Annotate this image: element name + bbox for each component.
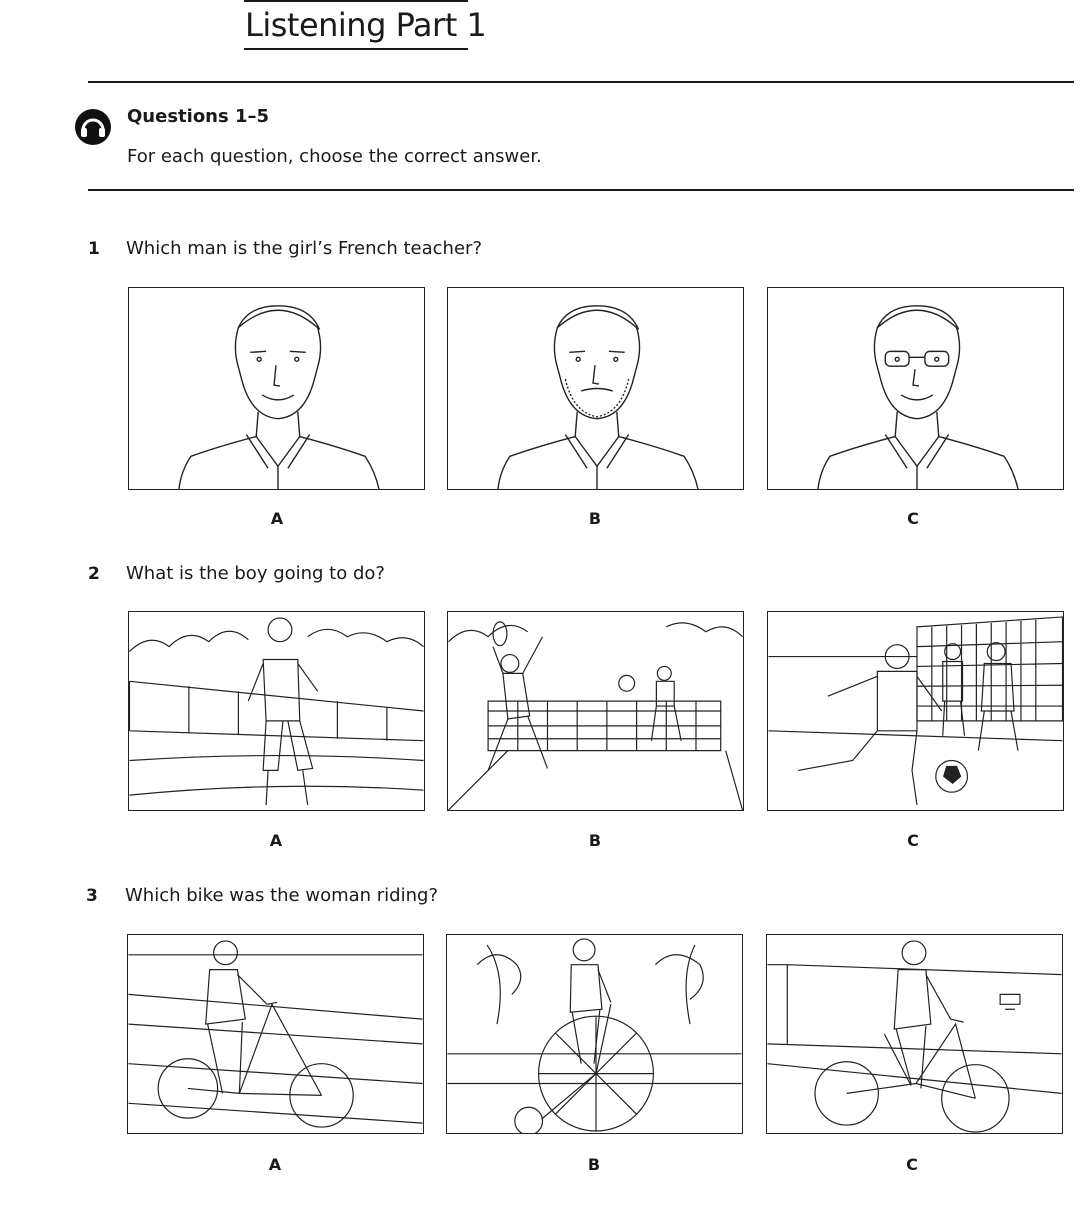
questions-heading: Questions 1–5 bbox=[127, 106, 270, 127]
q3-option-c-image[interactable] bbox=[766, 934, 1063, 1134]
q2-option-c-label[interactable]: C bbox=[907, 831, 919, 850]
q2-option-a-image[interactable] bbox=[128, 611, 425, 811]
question-1-number: 1 bbox=[88, 239, 100, 259]
q2-option-c-image[interactable] bbox=[767, 611, 1064, 811]
instructions: For each question, choose the correct an… bbox=[127, 146, 542, 167]
headphones-icon bbox=[74, 108, 112, 146]
title-underline bbox=[244, 48, 468, 50]
title-block: Listening Part 1 bbox=[244, 0, 487, 50]
q2-option-b-label[interactable]: B bbox=[588, 831, 602, 850]
q3-option-b-label[interactable]: B bbox=[587, 1155, 601, 1174]
question-3-text: Which bike was the woman riding? bbox=[125, 885, 438, 906]
q3-option-a-image[interactable] bbox=[127, 934, 424, 1134]
q3-option-a-label[interactable]: A bbox=[268, 1155, 282, 1174]
section-divider-top bbox=[88, 81, 1074, 83]
q2-option-b-image[interactable] bbox=[447, 611, 744, 811]
question-2-text: What is the boy going to do? bbox=[126, 563, 385, 584]
page-title: Listening Part 1 bbox=[245, 6, 487, 44]
q2-option-a-label[interactable]: A bbox=[269, 831, 283, 850]
q1-option-c-label[interactable]: C bbox=[907, 509, 919, 528]
question-3-number: 3 bbox=[86, 886, 98, 906]
title-overline bbox=[244, 0, 468, 2]
q3-option-c-label[interactable]: C bbox=[906, 1155, 918, 1174]
q1-option-a-label[interactable]: A bbox=[270, 509, 284, 528]
question-2-number: 2 bbox=[88, 564, 100, 584]
section-divider-bottom bbox=[88, 189, 1074, 191]
q1-option-b-label[interactable]: B bbox=[588, 509, 602, 528]
q3-option-b-image[interactable] bbox=[446, 934, 743, 1134]
q1-option-c-image[interactable] bbox=[767, 287, 1064, 490]
q1-option-b-image[interactable] bbox=[447, 287, 744, 490]
q1-option-a-image[interactable] bbox=[128, 287, 425, 490]
question-1-text: Which man is the girl’s French teacher? bbox=[126, 238, 482, 259]
